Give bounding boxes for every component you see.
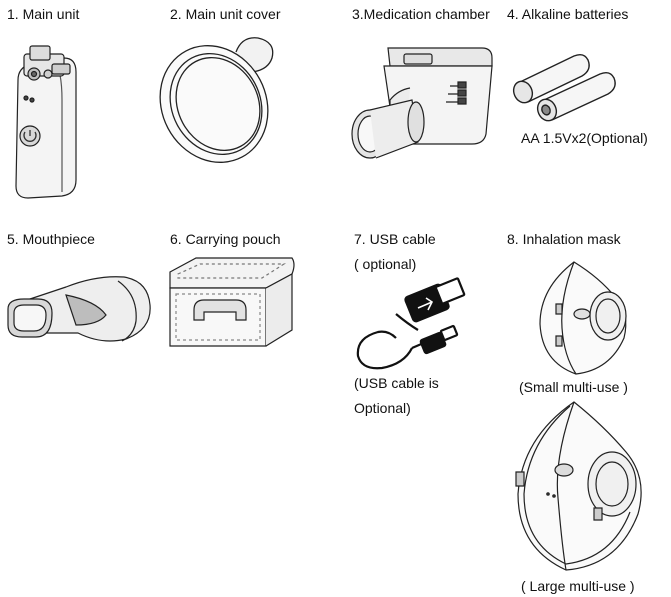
label-mouthpiece: 5. Mouthpiece — [7, 231, 95, 247]
alkaline-batteries-illustration — [506, 50, 622, 124]
batteries-note: AA 1.5Vx2(Optional) — [521, 130, 648, 146]
large-mask-caption: ( Large multi-use ) — [521, 578, 635, 594]
label-medication-chamber: 3.Medication chamber — [352, 6, 490, 22]
usb-cable-illustration — [352, 276, 468, 372]
label-inhalation-mask: 8. Inhalation mask — [507, 231, 621, 247]
usb-cable-note-line1: (USB cable is — [354, 375, 439, 391]
label-carrying-pouch: 6. Carrying pouch — [170, 231, 281, 247]
small-inhalation-mask-illustration — [530, 258, 634, 378]
label-main-unit: 1. Main unit — [7, 6, 80, 22]
label-alkaline-batteries: 4. Alkaline batteries — [507, 6, 629, 22]
main-unit-cover-illustration — [156, 30, 278, 170]
large-inhalation-mask-illustration — [508, 398, 650, 574]
usb-cable-note-line2: Optional) — [354, 400, 411, 416]
medication-chamber-illustration — [350, 38, 500, 173]
label-usb-cable: 7. USB cable — [354, 231, 436, 247]
label-main-unit-cover: 2. Main unit cover — [170, 6, 281, 22]
main-unit-illustration — [8, 40, 80, 200]
mouthpiece-illustration — [6, 265, 152, 347]
small-mask-caption: (Small multi-use ) — [519, 379, 628, 395]
carrying-pouch-illustration — [166, 254, 298, 350]
usb-cable-sublabel: ( optional) — [354, 256, 417, 272]
